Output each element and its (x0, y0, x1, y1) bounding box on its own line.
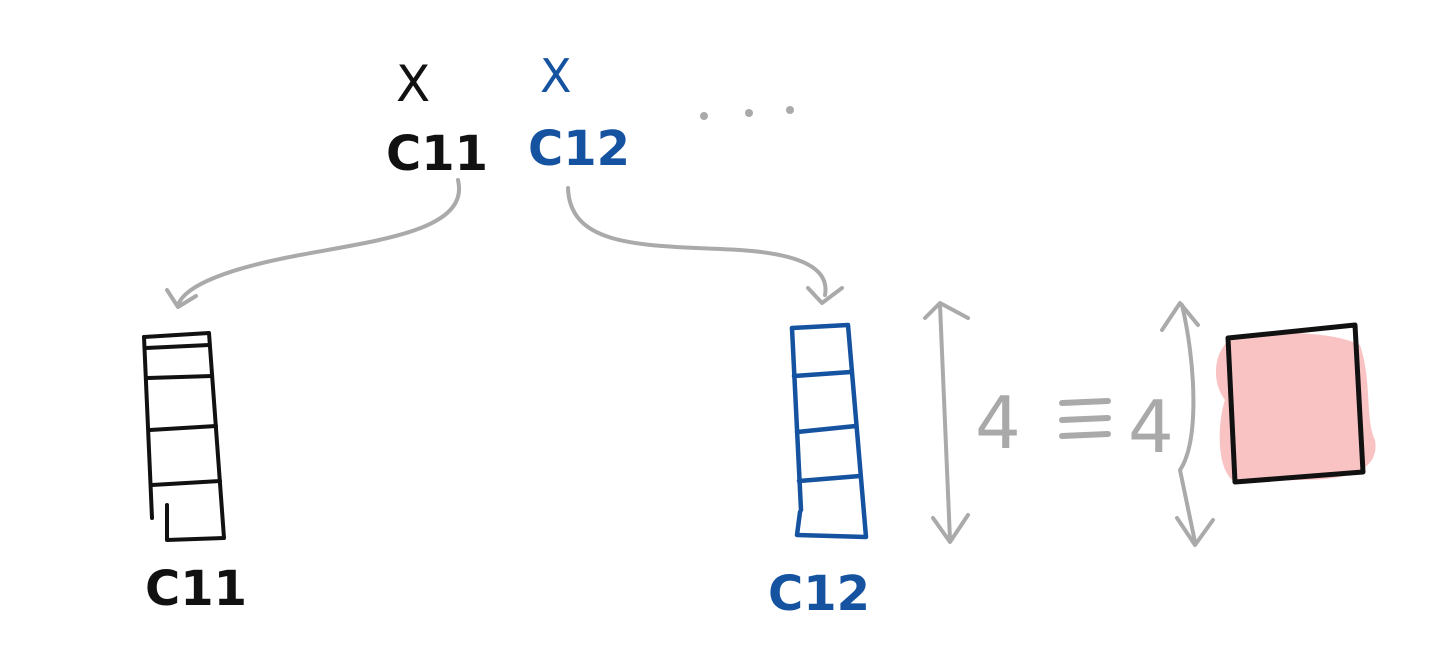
vector-c12 (789, 322, 869, 540)
label-c11-bottom: C11 (145, 561, 247, 617)
equals-sign (1059, 398, 1111, 439)
dimension-value-left: 4 (975, 381, 1021, 465)
dimension-value-right: 4 (1128, 385, 1174, 469)
arrow-c11 (165, 178, 462, 309)
dimension-arrow-left (923, 301, 970, 544)
dimension-arrow-right (1160, 301, 1215, 547)
label-c12-bottom: C12 (768, 566, 870, 622)
op-x-blue: X (540, 49, 572, 103)
arrow-c12 (566, 186, 844, 305)
result-square (1215, 322, 1376, 485)
label-c11-top: C11 (386, 126, 488, 182)
op-x-black: X (396, 55, 430, 113)
vector-c11 (142, 331, 226, 542)
label-c12-top: C12 (528, 121, 630, 177)
ellipsis-dots (700, 106, 794, 120)
